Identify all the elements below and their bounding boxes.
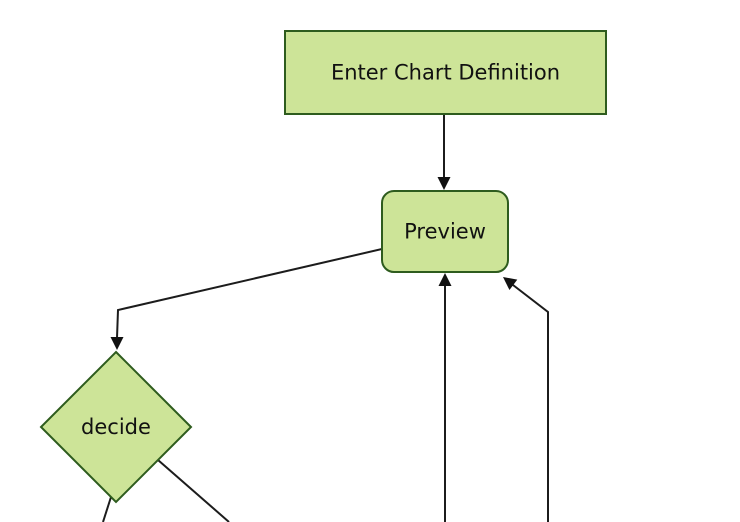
edge-decide-exit-bottom-right — [157, 459, 230, 522]
edge-bottom-to-preview-corner — [503, 277, 549, 522]
arrowhead-icon — [437, 177, 451, 190]
node-shape-rect — [381, 190, 509, 273]
node-shape-diamond — [39, 350, 193, 504]
arrowhead-icon — [503, 277, 518, 291]
node-label: Preview — [404, 220, 486, 244]
edge-line — [116, 248, 383, 339]
edge-line — [512, 284, 549, 522]
node-decide: decide — [39, 350, 193, 504]
arrowhead-icon — [110, 337, 124, 350]
edge-enter-chart-definition-to-preview — [437, 114, 451, 190]
arrowhead-icon — [438, 273, 452, 286]
node-enter-chart-definition: Enter Chart Definition — [284, 30, 607, 115]
edge-line — [157, 459, 230, 522]
node-shape-rect — [284, 30, 607, 115]
node-preview: Preview — [381, 190, 509, 273]
edge-line — [102, 496, 112, 522]
edge-decide-exit-bottom-left — [102, 496, 112, 522]
node-label: Enter Chart Definition — [331, 61, 560, 85]
edge-preview-to-decide — [110, 248, 383, 350]
edge-bottom-to-preview-middle — [438, 273, 452, 522]
node-label: decide — [81, 415, 151, 439]
